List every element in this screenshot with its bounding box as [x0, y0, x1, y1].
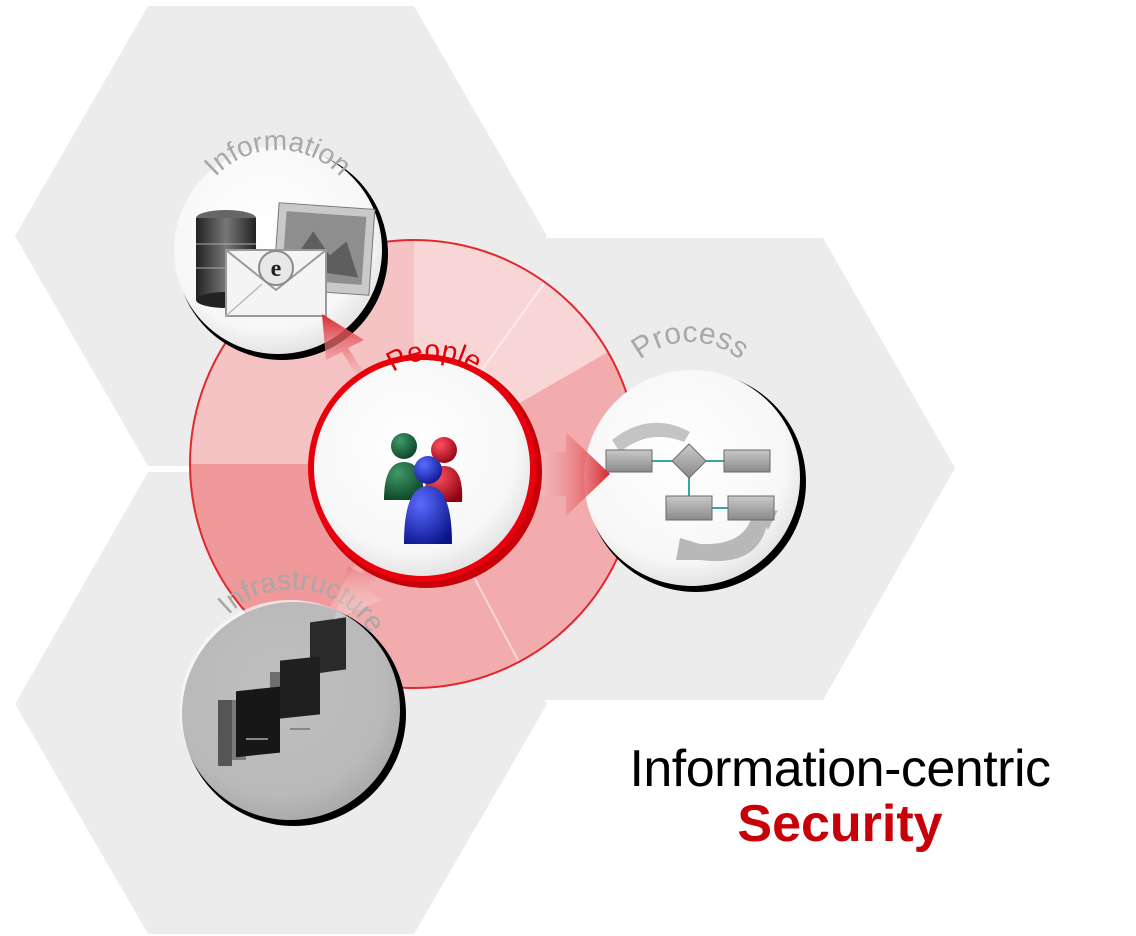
title-line1: Information-centric: [629, 740, 1051, 798]
infrastructure-disc: Infrastructure: [180, 564, 406, 826]
process-disc: Process: [584, 316, 806, 592]
people-disc: People: [308, 334, 542, 588]
email-glyph: e: [271, 256, 282, 282]
server-rack-icon: [218, 617, 346, 766]
title-block: Information-centric Security: [560, 742, 1120, 851]
workflow-diagram-icon: [605, 422, 778, 562]
title-line2: Security: [737, 794, 943, 853]
database-email-image-icon: e: [196, 202, 376, 317]
people-group-icon: [384, 433, 463, 544]
